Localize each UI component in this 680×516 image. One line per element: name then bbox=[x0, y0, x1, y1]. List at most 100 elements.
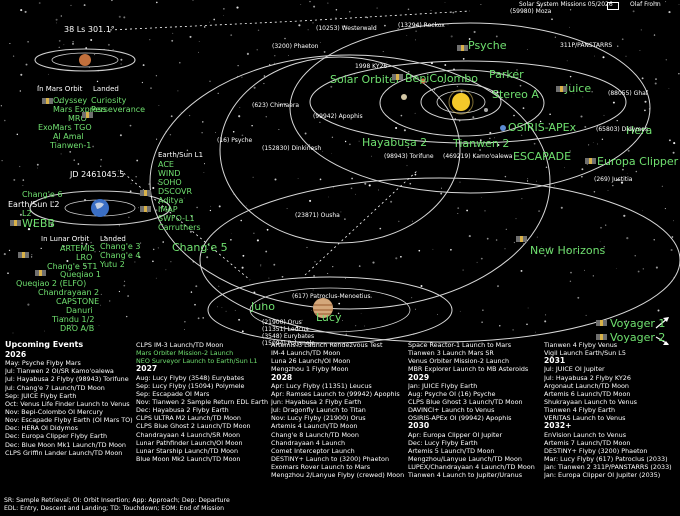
spacecraft-icon bbox=[392, 74, 403, 80]
star bbox=[513, 241, 516, 244]
event-item: Jul: JUICE OI Jupiter bbox=[544, 365, 605, 374]
star bbox=[27, 303, 30, 306]
star bbox=[159, 224, 161, 226]
star bbox=[536, 180, 537, 182]
spacecraft-icon bbox=[596, 320, 607, 326]
spacecraft-icon bbox=[35, 270, 46, 276]
star bbox=[625, 320, 628, 323]
star bbox=[382, 51, 384, 53]
orbit-innermost bbox=[436, 90, 486, 114]
star bbox=[13, 178, 16, 181]
star bbox=[241, 76, 243, 78]
star bbox=[584, 125, 587, 128]
star bbox=[406, 35, 408, 36]
spacecraft-icon bbox=[596, 334, 607, 340]
star bbox=[594, 55, 595, 57]
star bbox=[390, 200, 393, 203]
lunar-lander: Yutu 2 bbox=[100, 260, 125, 269]
orbit-asteroid bbox=[149, 54, 551, 310]
star bbox=[19, 90, 21, 92]
event-item: Dec: Blue Moon Mk1 Launch/TD Moon bbox=[5, 440, 126, 449]
star bbox=[616, 120, 618, 122]
star bbox=[9, 42, 11, 45]
star bbox=[37, 85, 40, 87]
starfield bbox=[0, 0, 680, 335]
star bbox=[600, 157, 602, 159]
star bbox=[612, 184, 614, 187]
star bbox=[172, 32, 174, 34]
star bbox=[136, 159, 139, 162]
star bbox=[198, 41, 200, 42]
star bbox=[400, 255, 402, 258]
mission-new-horizons: New Horizons bbox=[530, 244, 606, 257]
star bbox=[203, 172, 205, 173]
star bbox=[152, 260, 154, 263]
mission-osiris-apex: OSIRIS-APEx bbox=[508, 121, 577, 134]
star bbox=[253, 232, 255, 234]
body-label: (59980) Moza bbox=[510, 8, 552, 15]
star bbox=[626, 237, 629, 240]
star bbox=[570, 9, 572, 11]
star bbox=[134, 261, 136, 263]
spacecraft-icon bbox=[516, 236, 527, 242]
star bbox=[202, 121, 204, 123]
star bbox=[335, 16, 337, 18]
event-item: Aug: Psyche OI (16) Psyche bbox=[408, 389, 496, 398]
body-label: (10253) Westerwald bbox=[316, 25, 377, 32]
body-label: (269) Justitia bbox=[594, 176, 633, 183]
star bbox=[338, 302, 341, 305]
star bbox=[480, 257, 483, 260]
star bbox=[548, 123, 551, 125]
star bbox=[319, 121, 321, 124]
star bbox=[268, 277, 270, 279]
star bbox=[180, 111, 182, 113]
event-item: CLPS ULTRA M2 Launch/TD Moon bbox=[136, 414, 241, 423]
mission-parker: Parker bbox=[489, 68, 524, 81]
event-item: Tianwen 4 Launch to Jupiter/Uranus bbox=[408, 471, 523, 480]
star bbox=[58, 39, 61, 42]
voyager-1-arrowhead bbox=[663, 317, 669, 322]
star bbox=[621, 168, 624, 171]
event-item: Aug: Lucy Flyby (3548) Eurybates bbox=[136, 373, 245, 382]
star bbox=[165, 269, 167, 271]
star bbox=[577, 296, 580, 299]
star bbox=[657, 309, 660, 312]
star bbox=[406, 165, 408, 167]
star bbox=[360, 313, 362, 314]
star bbox=[354, 74, 355, 76]
star bbox=[673, 142, 676, 145]
star bbox=[0, 105, 2, 107]
star bbox=[287, 55, 289, 56]
star bbox=[678, 4, 680, 6]
star bbox=[239, 107, 241, 108]
star bbox=[489, 131, 492, 134]
event-item: Tianwen 4 Flyby Earth bbox=[544, 406, 616, 415]
lunar-orbiter: Chang'e 5T1 bbox=[47, 262, 98, 271]
earth-moon-orbit bbox=[29, 190, 171, 226]
earth-clouds bbox=[95, 202, 104, 209]
mars-orbit-title: In Mars Orbit bbox=[37, 85, 83, 93]
star bbox=[217, 92, 219, 95]
star bbox=[569, 26, 570, 28]
star bbox=[544, 254, 547, 257]
star bbox=[246, 52, 249, 55]
star bbox=[256, 49, 258, 51]
event-item: Apr: Ramses Launch to (99942) Apophis bbox=[271, 389, 400, 398]
star bbox=[206, 256, 209, 259]
star bbox=[109, 30, 111, 33]
event-item: Mar: Lucy Flyby (617) Patroclus (2033) bbox=[544, 454, 668, 463]
star bbox=[484, 145, 486, 147]
body-label: (16) Psyche bbox=[217, 137, 253, 144]
star bbox=[668, 11, 671, 14]
star bbox=[459, 310, 461, 312]
body-label: (88055) Ghaf bbox=[608, 90, 648, 97]
event-item: Jan: JUICE Flyby Earth bbox=[408, 381, 478, 390]
star bbox=[355, 325, 357, 327]
star bbox=[447, 24, 449, 26]
star bbox=[414, 173, 417, 176]
star bbox=[230, 34, 233, 36]
star bbox=[430, 10, 432, 11]
mars-orbiter: Tianwen-1 bbox=[50, 141, 92, 150]
star bbox=[538, 210, 541, 213]
star bbox=[554, 36, 556, 38]
